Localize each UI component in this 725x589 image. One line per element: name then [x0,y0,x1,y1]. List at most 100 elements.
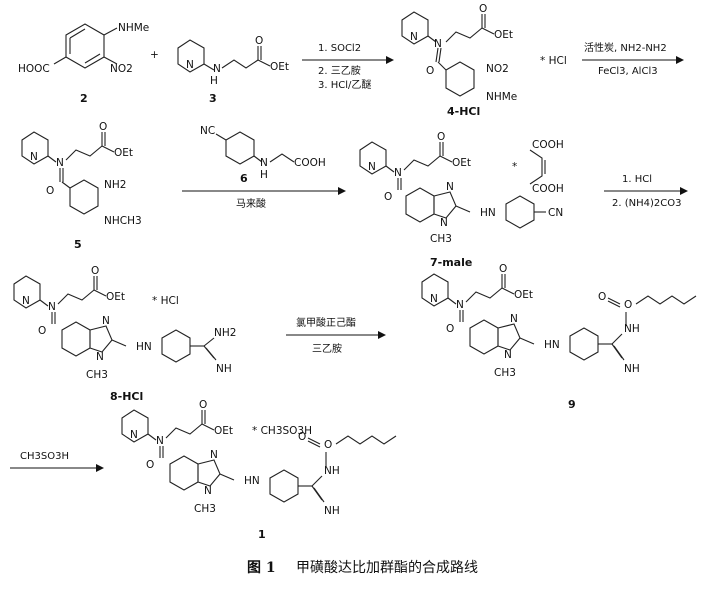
compound-label-5: 5 [74,238,82,251]
arrow-6-above: CH3SO3H [20,451,69,462]
amide-o: O [146,459,154,471]
arrow-step-6: CH3SO3H [10,451,104,472]
imidazole-n-lower: N [204,485,212,497]
nhch3-group: NHCH3 [104,215,142,227]
compound-3: N H N O OEt 3 [177,35,289,105]
carbamate-nh: NH [324,465,340,477]
maleic-cooh-top: COOH [532,139,564,151]
arrow-4-below: 2. (NH4)2CO3 [612,198,681,209]
ester-o: O [479,3,487,15]
compound-label-1: 1 [258,528,266,541]
amide-n: N [48,301,56,313]
imidazole-n-lower: N [440,217,448,229]
arrow-3-below: 马来酸 [236,197,266,210]
cn-group: CN [548,207,563,219]
arrow-5-above: 氯甲酸正己酯 [296,316,356,329]
compound-label-2: 2 [80,92,88,105]
imidazole-n-upper: N [446,181,454,193]
pyridine-n: N [430,293,438,305]
amide-n: N [56,157,64,169]
compound-5: N N O OEt O NH2 NHCH3 5 [21,121,142,251]
ether-o: O [324,439,332,451]
nh-h: H [260,169,268,181]
imidazole-n-upper: N [510,313,518,325]
compound-1: N N O OEt O N N HN NH NH O O CH3 * CH3SO… [121,399,397,541]
oet-group: OEt [452,157,471,169]
arrow-1-below-2: 3. HCl/乙醚 [318,78,371,91]
plus-sign: + [150,49,159,61]
amide-n: N [434,38,442,50]
arrow-step-1: 1. SOCl2 2. 三乙胺 3. HCl/乙醚 [302,43,394,91]
amide-o: O [446,323,454,335]
imidazole-n-lower: N [96,351,104,363]
oet-group: OEt [494,29,513,41]
hn-linker: HN [544,339,560,351]
hn-linker: HN [244,475,260,487]
arrow-5-below: 三乙胺 [312,342,342,355]
carbonyl-o: O [255,35,263,47]
n-methyl: CH3 [194,503,216,515]
compound-label-4-hcl: 4-HCl [447,105,480,118]
hn-linker: HN [136,341,152,353]
no2-group: NO2 [110,63,133,75]
figure-caption: 图 1 甲磺酸达比加群酯的合成路线 [0,557,725,577]
amide-o: O [384,191,392,203]
imidazole-n-lower: N [504,349,512,361]
cooh-group: COOH [294,157,326,169]
compound-9: N N O OEt O N N HN NH NH O O CH3 9 [421,263,697,411]
no2-group: NO2 [486,63,509,75]
oet-group: OEt [514,289,533,301]
compound-label-6: 6 [240,172,248,185]
oet-group: OEt [114,147,133,159]
ester-o: O [499,263,507,275]
salt-hcl: * HCl [540,55,567,67]
figure-title: 甲磺酸达比加群酯的合成路线 [296,560,479,576]
compound-4-hcl: N N OEt O O NO2 NHMe * HCl 4-HCl [401,3,567,118]
arrow-2-above: 活性炭, NH2-NH2 [584,41,667,54]
arrow-step-2: 活性炭, NH2-NH2 FeCl3, AlCl3 [582,41,684,77]
pyridine-n: N [186,59,194,71]
n-methyl: CH3 [86,369,108,381]
compound-label-9: 9 [568,398,576,411]
amidine-nh: NH [324,505,340,517]
ester-o: O [91,265,99,277]
amide-n: N [156,435,164,447]
compound-label-3: 3 [209,92,217,105]
carbamate-nh: NH [624,323,640,335]
compound-8-hcl: N N O OEt O N N HN NH2 NH CH3 * HCl 8-HC… [13,265,236,403]
pyridine-n: N [368,161,376,173]
amidine-nh2: NH2 [214,327,236,339]
amide-o: O [46,185,54,197]
arrow-4-above: 1. HCl [622,174,652,185]
carbonyl-o: O [598,291,606,303]
nh2-group: NH2 [104,179,126,191]
compound-6: NC N H COOH 6 [200,125,326,185]
arrow-2-below: FeCl3, AlCl3 [598,66,658,77]
arrow-step-4: 1. HCl 2. (NH4)2CO3 [604,174,688,209]
nitrile-nc: NC [200,125,215,137]
arrow-step-5: 氯甲酸正己酯 三乙胺 [286,316,386,355]
salt-star: * [512,161,517,173]
maleic-cooh-bottom: COOH [532,183,564,195]
pyridine-n: N [410,31,418,43]
pyridine-n: N [22,295,30,307]
amide-n: N [394,167,402,179]
hn-linker: HN [480,207,496,219]
amine-n: N [260,157,268,169]
arrow-1-below-1: 2. 三乙胺 [318,64,361,77]
oet-group: OEt [214,425,233,437]
amine-n: N [213,63,221,75]
n-methyl: CH3 [494,367,516,379]
oet-group: OEt [270,61,289,73]
hooc-group: HOOC [18,63,50,75]
oet-group: OEt [106,291,125,303]
amidine-nh: NH [624,363,640,375]
ester-o: O [199,399,207,411]
arrow-1-above: 1. SOCl2 [318,43,361,54]
compound-7-male: N N O OEt O N N HN CN CH3 COOH COOH * 7-… [359,131,564,269]
pyridine-n: N [30,151,38,163]
compound-2: NHMe HOOC NO2 2 [18,22,149,105]
ester-o: O [99,121,107,133]
ether-o: O [624,299,632,311]
